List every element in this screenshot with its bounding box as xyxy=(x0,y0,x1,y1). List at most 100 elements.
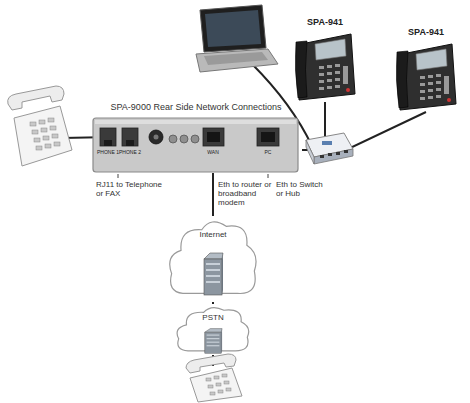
drawing-polygon xyxy=(204,52,268,65)
drawing-rect xyxy=(43,136,49,140)
leader-line xyxy=(118,174,119,178)
drawing-rect xyxy=(335,71,340,74)
drawing-rect xyxy=(204,259,222,295)
drawing-polygon xyxy=(205,10,261,47)
drawing-rect xyxy=(343,66,348,84)
device-node: SPA-9000 Rear Side Network Connections xyxy=(90,100,302,173)
drawing-rect xyxy=(207,338,220,339)
port-label: PC xyxy=(265,150,272,156)
drawing-polygon xyxy=(222,253,223,295)
drawing-rect xyxy=(222,374,227,377)
drawing-rect xyxy=(208,385,213,388)
drawing-rect xyxy=(95,120,296,124)
drawing-polygon xyxy=(14,106,72,166)
drawing-rect xyxy=(335,78,340,81)
drawing-rect xyxy=(444,76,449,94)
server-icon xyxy=(203,328,223,354)
drawing-rect xyxy=(207,132,220,142)
port-label: PHONE 2 xyxy=(119,150,141,156)
drawing-polygon xyxy=(205,329,222,333)
drawing-rect xyxy=(104,140,112,146)
cloud-label: Internet xyxy=(166,230,260,240)
callout-label: Eth to Switch or Hub xyxy=(276,180,330,198)
drawing-rect xyxy=(428,82,433,85)
drawing-g xyxy=(93,118,298,172)
drawing-rect xyxy=(428,75,433,78)
network-switch xyxy=(306,133,353,164)
device-title: SPA-941 xyxy=(290,17,360,28)
drawing-rect xyxy=(41,128,47,132)
drawing-rect xyxy=(436,74,441,77)
drawing-rect xyxy=(420,90,425,93)
drawing-rect xyxy=(205,332,221,353)
drawing-circle xyxy=(447,98,451,102)
drawing-rect xyxy=(126,140,134,146)
drawing-rect xyxy=(52,134,58,138)
port-label: PHONE 1 xyxy=(97,150,119,156)
drawing-polygon xyxy=(190,368,242,402)
drawing-rect xyxy=(54,142,60,146)
drawing-rect xyxy=(122,128,138,146)
drawing-rect xyxy=(207,335,220,336)
drawing-rect xyxy=(100,128,116,146)
drawing-path xyxy=(396,51,408,108)
drawing-circle xyxy=(169,135,177,143)
drawing-rect xyxy=(206,263,220,265)
drawing-rect xyxy=(327,72,332,75)
drawing-rect xyxy=(226,388,231,391)
network-cable xyxy=(212,173,214,216)
drawing-rect xyxy=(261,132,275,142)
drawing-rect xyxy=(207,345,220,346)
drawing-rect xyxy=(319,87,324,90)
diagram-heading: SPA-9000 Rear Side Network Connections xyxy=(90,102,302,113)
telephone-icon xyxy=(186,354,242,402)
network-cable xyxy=(212,302,214,304)
drawing-rect xyxy=(203,128,224,146)
callout-label: RJ11 to Telephone or FAX xyxy=(96,180,164,198)
drawing-rect xyxy=(319,66,324,69)
drawing-rect xyxy=(336,152,340,155)
drawing-rect xyxy=(319,73,324,76)
phone-node: SPA-941 xyxy=(290,16,360,102)
drawing-rect xyxy=(436,95,441,98)
drawing-rect xyxy=(320,155,324,158)
drawing-rect xyxy=(30,122,36,126)
telephone-icon xyxy=(8,86,72,166)
drawing-rect xyxy=(428,89,433,92)
drawing-rect xyxy=(436,88,441,91)
drawing-rect xyxy=(50,126,56,130)
drawing-rect xyxy=(327,86,332,89)
drawing-rect xyxy=(206,275,220,277)
cloud-label: PSTN xyxy=(174,313,252,323)
drawing-polygon xyxy=(204,253,223,259)
port-label: WAN xyxy=(207,150,218,156)
drawing-rect xyxy=(420,83,425,86)
drawing-rect xyxy=(327,79,332,82)
drawing-rect xyxy=(32,130,38,134)
ip-phone-icon xyxy=(392,40,460,112)
drawing-rect xyxy=(206,269,220,271)
drawing-rect xyxy=(36,146,42,150)
drawing-rect xyxy=(257,128,279,146)
drawing-path xyxy=(299,34,355,100)
drawing-rect xyxy=(207,342,220,343)
drawing-circle xyxy=(191,135,199,143)
phone-node: SPA-941 xyxy=(392,26,460,112)
drawing-rect xyxy=(206,281,220,283)
drawing-rect xyxy=(319,80,324,83)
drawing-rect xyxy=(344,150,348,153)
drawing-path xyxy=(8,86,64,110)
cloud-node: Internet xyxy=(166,216,260,302)
cloud-node: PSTN xyxy=(174,304,252,356)
drawing-rect xyxy=(420,76,425,79)
drawing-rect xyxy=(428,96,433,99)
drawing-rect xyxy=(216,383,221,386)
drawing-rect xyxy=(218,390,223,393)
laptop-icon xyxy=(196,5,278,72)
drawing-rect xyxy=(335,64,340,67)
drawing-polygon xyxy=(221,329,223,354)
drawing-g xyxy=(30,118,60,150)
drawing-circle xyxy=(149,130,163,144)
drawing-circle xyxy=(346,88,350,92)
drawing-g xyxy=(206,374,231,395)
